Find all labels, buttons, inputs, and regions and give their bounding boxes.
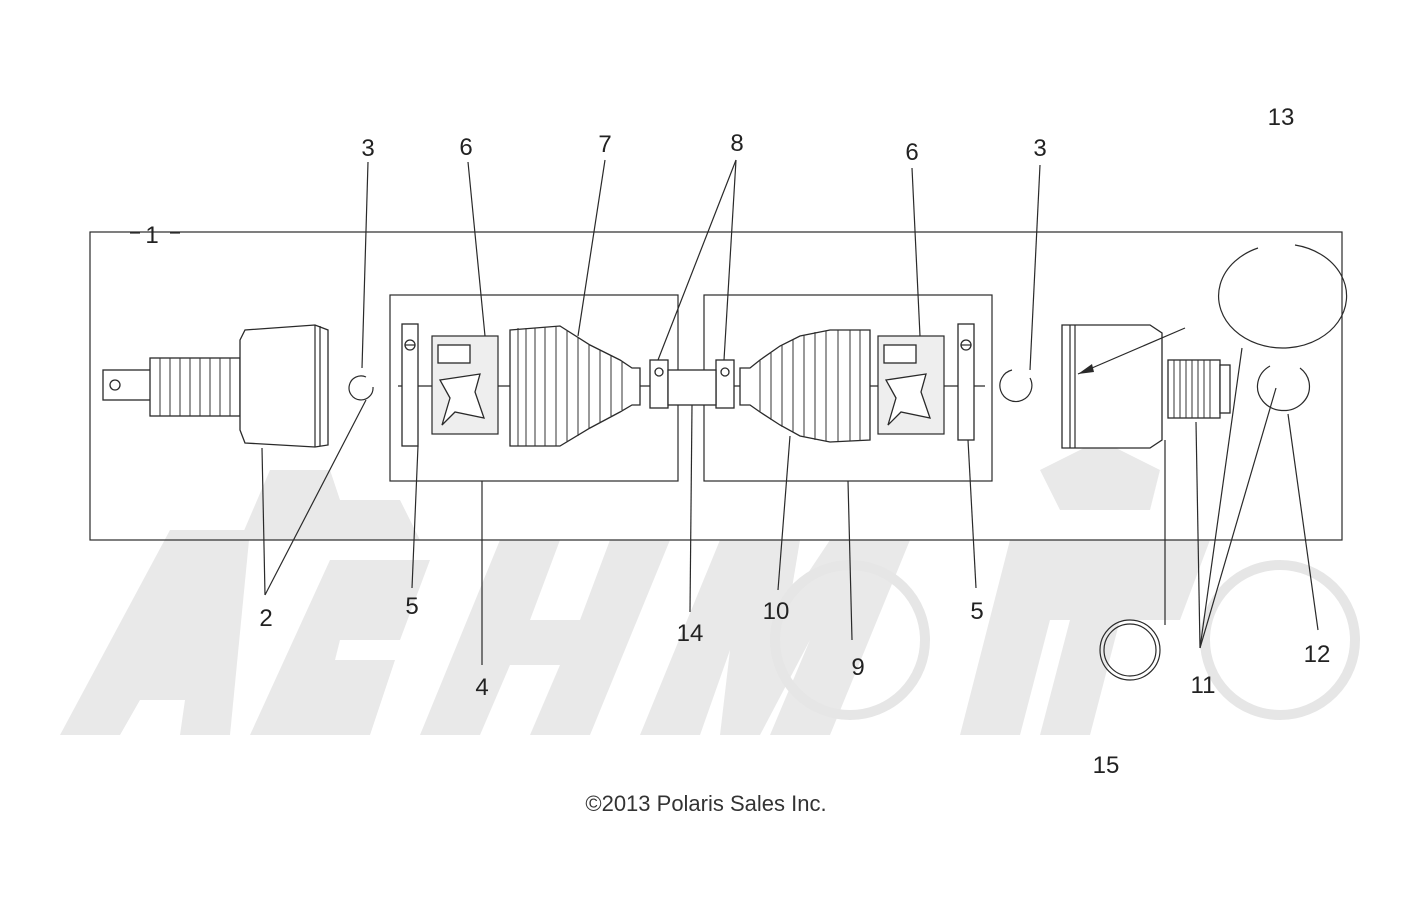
small-clamp-left <box>649 359 669 409</box>
small-snap-ring <box>1256 365 1311 412</box>
callout-2: 2 <box>259 605 272 632</box>
callout-1: 1 <box>145 222 158 249</box>
callout-7: 7 <box>598 131 611 158</box>
callout-6-right: 6 <box>905 139 918 166</box>
callout-8: 8 <box>730 130 743 157</box>
callout-10: 10 <box>763 598 790 625</box>
outer-boot <box>509 325 641 447</box>
o-ring <box>1099 619 1161 681</box>
callout-3-left: 3 <box>361 135 374 162</box>
callout-11: 11 <box>1191 672 1216 699</box>
callout-14: 14 <box>677 620 704 647</box>
assembly-frame <box>89 231 1343 541</box>
leader-lines <box>130 159 1319 665</box>
boot-clamp-left <box>401 323 419 447</box>
callout-4: 4 <box>475 674 488 701</box>
snap-ring-right <box>999 369 1033 403</box>
callout-9: 9 <box>851 654 864 681</box>
ring-arrow <box>1077 327 1186 375</box>
callout-6-left: 6 <box>459 134 472 161</box>
large-snap-ring <box>1218 244 1348 349</box>
small-clamp-right <box>715 359 735 409</box>
callout-15: 15 <box>1093 752 1120 779</box>
copyright-notice: ©2013 Polaris Sales Inc. <box>585 791 827 816</box>
callout-12: 12 <box>1304 641 1331 668</box>
watermark-logo <box>60 440 1360 735</box>
callout-5-right: 5 <box>970 598 983 625</box>
grease-packet-right <box>877 335 945 435</box>
arrow-head <box>1078 364 1094 374</box>
axle-shaft <box>667 369 717 406</box>
callout-5-left: 5 <box>405 593 418 620</box>
o-ring-inner <box>1103 623 1157 677</box>
inner-cv-housing <box>1061 324 1231 449</box>
grease-packet-left <box>431 335 499 435</box>
inner-boot <box>739 329 871 443</box>
snap-ring-left <box>348 375 374 401</box>
callout-13: 13 <box>1268 104 1295 131</box>
boot-clamp-right <box>957 323 975 441</box>
outer-cv-joint <box>102 324 329 448</box>
callout-3-right: 3 <box>1033 135 1046 162</box>
